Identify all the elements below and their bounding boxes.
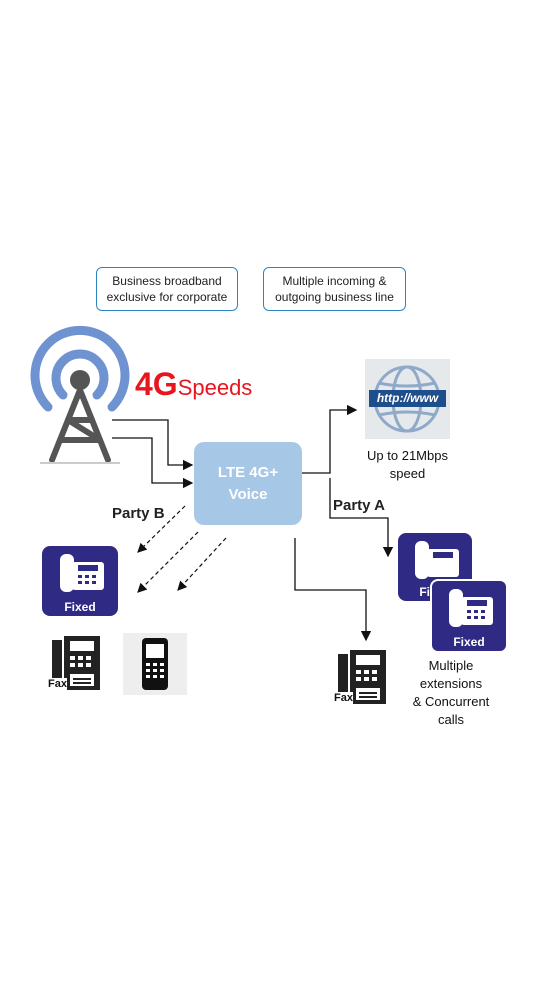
- mobile-phone-icon: [142, 638, 168, 690]
- internet-globe-tile: http://www: [365, 359, 450, 439]
- party-a-label: Party A: [333, 497, 385, 514]
- broadband-line-2: exclusive for corporate: [106, 290, 228, 304]
- fixed-phone-party-b: Fixed: [42, 546, 118, 616]
- broadband-box: Business broadband exclusive for corpora…: [96, 267, 238, 311]
- hub-line-2: Voice: [228, 485, 268, 503]
- multi-line-2: extensions: [419, 676, 483, 691]
- party-b-label: Party B: [112, 505, 165, 522]
- multiple-extensions-caption: Multiple extensions & Concurrent calls: [400, 657, 502, 729]
- internet-caption-1: Up to 21Mbps: [367, 448, 448, 463]
- tower-to-hub-arrows: [112, 419, 194, 489]
- globe-icon: [369, 365, 446, 433]
- fax-label-a: Fax: [334, 692, 353, 704]
- hub-to-party-a-arrow: [329, 478, 394, 558]
- fixed-phone-party-a-front: Fixed: [430, 579, 508, 653]
- hub-line-1: LTE 4G+: [217, 463, 279, 481]
- party-b-dashed-arrows: [137, 505, 227, 593]
- fax-label-b: Fax: [48, 678, 67, 690]
- broadband-line-1: Business broadband: [112, 274, 222, 288]
- fax-machine-party-b: Fax: [48, 632, 106, 694]
- hub-to-fax-arrow: [294, 538, 372, 642]
- desk-phone-icon: [415, 541, 459, 579]
- fax-icon: [338, 650, 386, 704]
- desk-phone-icon: [449, 589, 493, 627]
- internet-caption-2: speed: [389, 466, 426, 481]
- fax-machine-party-a: Fax: [334, 646, 392, 708]
- 4g-big-text: 4G: [135, 366, 178, 402]
- fixed-label: Fixed: [453, 635, 485, 649]
- business-line-box: Multiple incoming & outgoing business li…: [263, 267, 406, 311]
- business-line-1: Multiple incoming &: [282, 274, 387, 288]
- cell-tower-icon: [30, 325, 130, 464]
- business-line-2: outgoing business line: [275, 290, 394, 304]
- fax-icon: [52, 636, 100, 690]
- multi-line-3: & Concurrent: [412, 694, 490, 709]
- url-text: http://www: [376, 391, 439, 405]
- speeds-text: Speeds: [177, 375, 253, 400]
- 4g-speeds-label: 4GSpeeds: [135, 366, 252, 403]
- internet-caption: Up to 21Mbps speed: [350, 447, 465, 483]
- mobile-phone: [123, 633, 187, 695]
- multi-line-1: Multiple: [428, 658, 474, 673]
- hub-to-internet-arrow: [302, 404, 358, 474]
- multi-line-4: calls: [437, 712, 464, 727]
- desk-phone-icon: [60, 554, 104, 592]
- lte-voice-hub: LTE 4G+ Voice: [194, 442, 302, 525]
- fixed-label: Fixed: [64, 600, 96, 614]
